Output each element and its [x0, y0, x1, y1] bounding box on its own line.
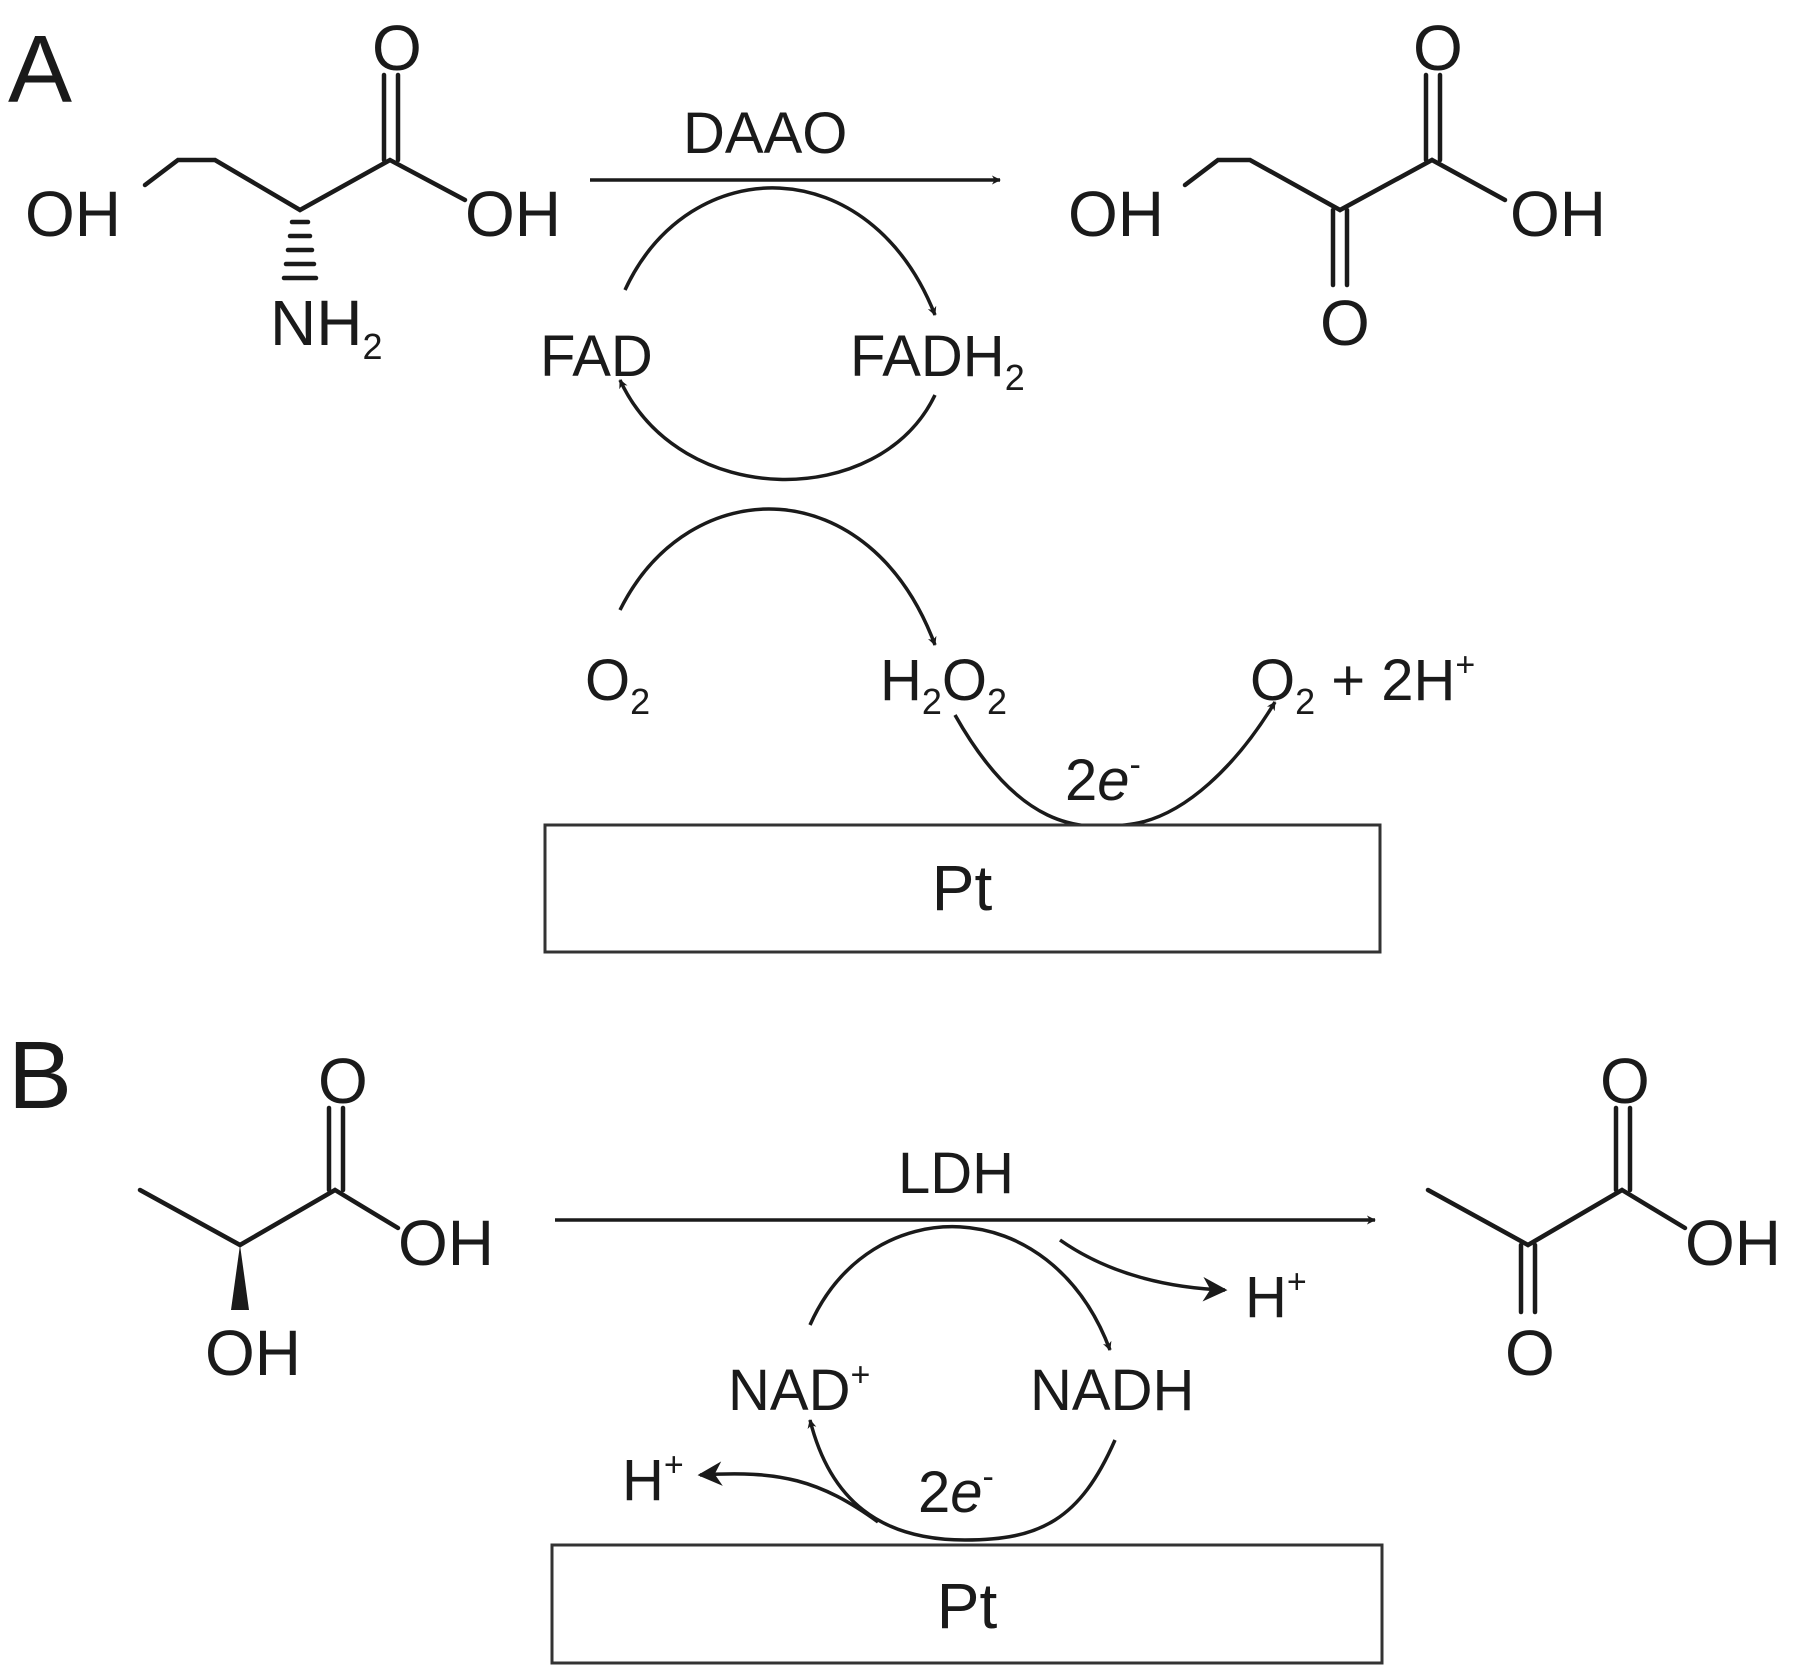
platinum-electrode-b-label: Pt — [937, 1570, 998, 1642]
serine-hydroxyl-oh: OH — [25, 178, 121, 250]
fad-label: FAD — [540, 324, 653, 389]
fadh2-to-fad-arrow — [618, 379, 937, 482]
serine-acid-oh: OH — [465, 178, 561, 250]
o2-to-h2o2-arrow — [618, 507, 937, 646]
lactate-acid-oh: OH — [398, 1207, 494, 1279]
hydroxypyruvate-carbonyl-o: O — [1413, 12, 1463, 84]
nad-plus-label: NAD+ — [728, 1356, 870, 1423]
serine-amine-nh2: NH2 — [270, 287, 382, 367]
electron-transfer-label-b: 2e- — [918, 1458, 994, 1525]
nadh-to-nad-electrode-arrow — [807, 1419, 1117, 1542]
pyruvate-keto-o: O — [1505, 1317, 1555, 1389]
pyruvate-backbone-bonds — [1425, 1187, 1688, 1248]
pyruvate-structure: O OH O — [1425, 1045, 1781, 1389]
pyruvate-acid-oh: OH — [1685, 1207, 1781, 1279]
hydroxypyruvate-hydroxyl-oh: OH — [1068, 178, 1164, 250]
serine-hashed-wedge — [281, 219, 319, 281]
panel-b: B O OH OH LDH O OH O H+ NAD+ — [8, 1022, 1781, 1665]
lactate-solid-wedge — [231, 1245, 249, 1310]
hydroxypyruvate-keto-o: O — [1320, 287, 1370, 359]
fadh2-label: FADH2 — [850, 324, 1025, 398]
oxygen-proton-product-label: O2 + 2H+ — [1250, 646, 1475, 722]
proton-release-arrow-left — [697, 1461, 880, 1524]
platinum-electrode-a-label: Pt — [932, 852, 993, 924]
panel-a: A OH O OH NH2 DAAO — [8, 12, 1606, 954]
l-lactate-structure: O OH OH — [137, 1045, 494, 1389]
proton-label-left: H+ — [622, 1446, 684, 1513]
proton-label-right: H+ — [1245, 1263, 1307, 1330]
serine-backbone-bonds — [142, 157, 468, 213]
panel-a-letter: A — [8, 16, 72, 123]
proton-release-arrow-right — [1058, 1238, 1228, 1302]
daao-enzyme-label: DAAO — [683, 101, 847, 166]
nad-to-nadh-arrow — [808, 1224, 1112, 1351]
platinum-electrode-a — [543, 823, 1382, 954]
ldh-enzyme-label: LDH — [898, 1141, 1014, 1206]
serine-carbonyl-o: O — [372, 12, 422, 84]
lactate-hydroxyl-oh: OH — [205, 1317, 301, 1389]
hydrogen-peroxide-label: H2O2 — [880, 648, 1007, 722]
nadh-label: NADH — [1030, 1358, 1194, 1423]
pyruvate-carbonyl-o: O — [1600, 1045, 1650, 1117]
platinum-electrode-b — [550, 1543, 1384, 1665]
fad-to-fadh2-arrow — [623, 186, 937, 316]
hydroxypyruvate-structure: OH O OH O — [1068, 12, 1606, 359]
lactate-carbonyl-o: O — [318, 1045, 368, 1117]
lactate-backbone-bonds — [137, 1187, 401, 1248]
hydroxypyruvate-backbone-bonds — [1182, 157, 1508, 213]
panel-b-letter: B — [8, 1022, 72, 1129]
d-serine-structure: OH O OH NH2 — [25, 12, 561, 367]
hydroxypyruvate-acid-oh: OH — [1510, 178, 1606, 250]
oxygen-label: O2 — [585, 648, 650, 722]
electron-transfer-label-a: 2e- — [1065, 746, 1141, 813]
